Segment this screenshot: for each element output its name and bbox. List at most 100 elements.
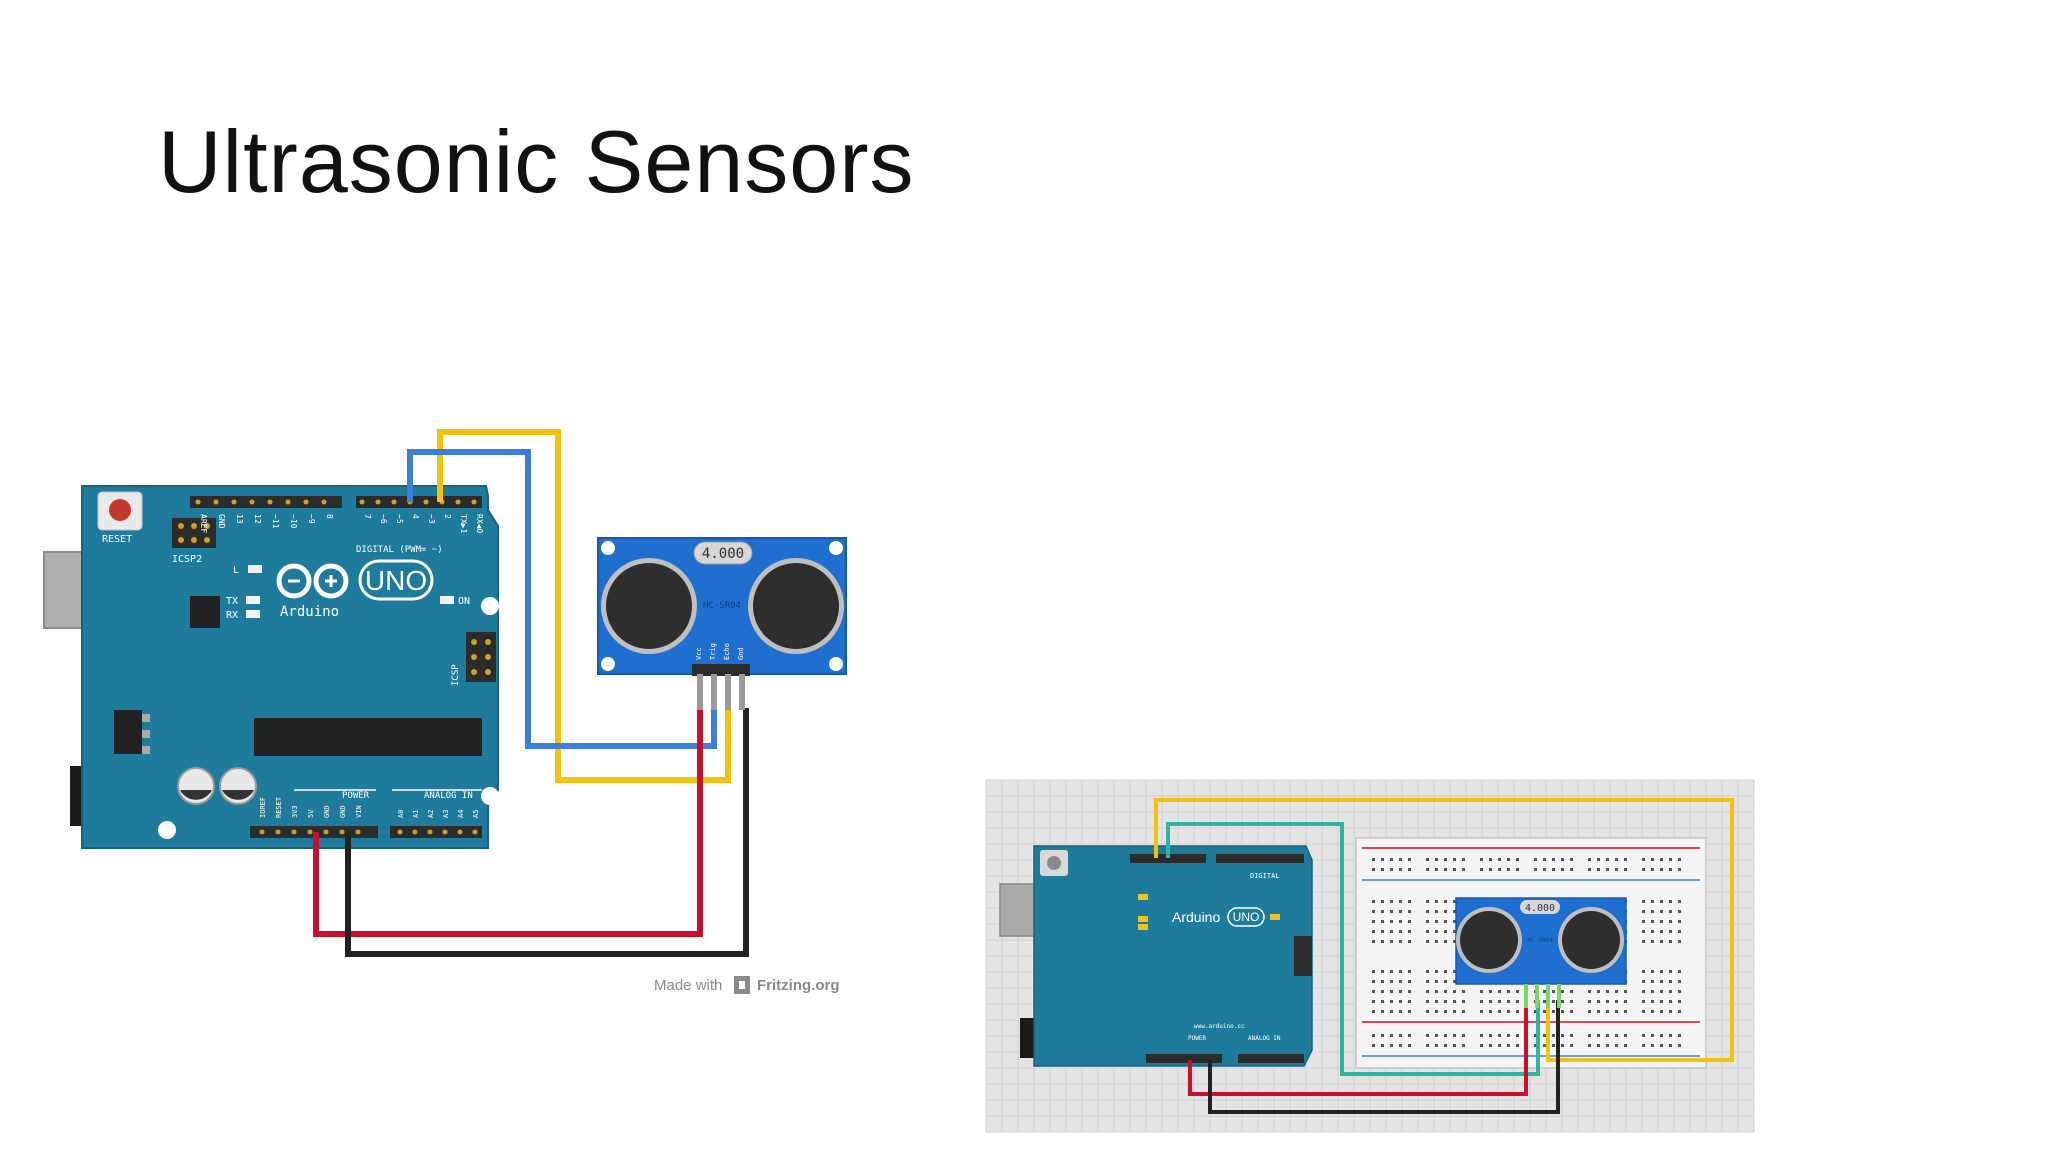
power-pin <box>275 829 281 835</box>
icsp2-header <box>172 518 216 548</box>
arduino-board <box>81 485 499 849</box>
slide-title: Ultrasonic Sensors <box>158 112 915 211</box>
power-pin-label: 5V <box>307 809 315 818</box>
analog-pin-label: A2 <box>427 810 435 818</box>
credit-brand: Fritzing.org <box>757 977 840 994</box>
bb-crystal-label: 4.000 <box>1525 903 1555 914</box>
sensor-pin-label: Echo <box>723 643 731 660</box>
digital-header-right <box>356 496 482 508</box>
digital-pin-label: 8 <box>325 514 334 519</box>
power-pin <box>259 829 265 835</box>
power-pin-label: GND <box>339 805 347 818</box>
digital-pin <box>231 499 237 505</box>
led-l-label: L <box>233 565 239 576</box>
usb-chip <box>190 596 220 628</box>
bb-wire-gnd <box>1208 1000 1560 1114</box>
analog-header <box>390 826 482 838</box>
led-rx <box>246 610 260 618</box>
sensor-pin-label: Trig <box>709 643 717 660</box>
sensor-model-label: HC-SR04 <box>703 601 741 611</box>
digital-pin <box>375 499 381 505</box>
bb-power-label: POWER <box>1188 1035 1206 1042</box>
digital-pin <box>423 499 429 505</box>
power-pin <box>339 829 345 835</box>
bb-wire-echo <box>1166 822 1540 1076</box>
digital-label: DIGITAL (PWM= ~) <box>356 545 443 555</box>
analog-pin <box>442 829 448 835</box>
power-label: POWER <box>342 791 370 801</box>
digital-pin <box>285 499 291 505</box>
sensor-pin-label: Gnd <box>737 647 745 660</box>
power-pin-label: RESET <box>275 796 283 818</box>
digital-pin-label: ~9 <box>307 514 316 524</box>
digital-pin <box>455 499 461 505</box>
led-on <box>440 596 454 604</box>
sensor-pin-label: Vcc <box>695 647 703 660</box>
power-pin <box>291 829 297 835</box>
arduino-logo-text: Arduino <box>280 604 339 620</box>
power-pin-label: GND <box>323 805 331 818</box>
power-pin <box>307 829 313 835</box>
on-label: ON <box>458 596 470 607</box>
analog-pin-label: A0 <box>397 810 405 818</box>
digital-pin-label: 7 <box>363 514 372 519</box>
digital-pin-label: ~10 <box>289 514 298 529</box>
digital-pin-label: 4 <box>411 514 420 519</box>
ultrasonic-sensor: 4.000 HC-SR04 Vcc Trig Echo Gnd <box>597 537 847 676</box>
reset-label: RESET <box>102 534 132 545</box>
digital-pin-label: ~11 <box>271 514 280 529</box>
analog-pin-label: A4 <box>457 810 465 818</box>
voltage-regulator <box>114 710 142 754</box>
digital-pin-label: ~5 <box>395 514 404 524</box>
uno-badge <box>358 559 434 601</box>
bb-uno-badge: UNO <box>1233 910 1260 924</box>
digital-pin <box>267 499 273 505</box>
crystal-label: 4.000 <box>702 546 744 562</box>
analog-pin <box>457 829 463 835</box>
digital-pin-label: TX▶1 <box>459 514 468 533</box>
analog-pin <box>472 829 478 835</box>
digital-pin-label: GND <box>217 514 226 529</box>
mount-hole <box>481 787 499 805</box>
bb-analog-label: ANALOG IN <box>1248 1035 1281 1042</box>
fritzing-logo-icon <box>734 976 750 994</box>
icsp-header <box>466 632 496 682</box>
led-rx-label: RX <box>226 610 238 621</box>
reset-button-cap <box>109 499 131 521</box>
digital-pin <box>471 499 477 505</box>
power-pin-label: IOREF <box>259 797 267 818</box>
wire-echo <box>407 449 717 749</box>
atmega-chip <box>254 718 482 756</box>
uno-badge-label: UNO <box>365 565 427 596</box>
analog-pin <box>397 829 403 835</box>
analog-pin <box>412 829 418 835</box>
digital-pin <box>303 499 309 505</box>
breadboard-diagram: DIGITAL Arduino UNO www.arduino.cc POWER… <box>985 779 1755 1133</box>
bb-arduino-text: Arduino <box>1172 909 1220 925</box>
digital-header-left <box>190 496 342 508</box>
digital-pin <box>321 499 327 505</box>
arduino-logo-icon <box>276 563 349 599</box>
mount-hole <box>158 821 176 839</box>
credit-prefix: Made with <box>654 977 722 994</box>
wire-trig <box>437 429 731 783</box>
digital-pin-label: ~6 <box>379 514 388 524</box>
analog-pin-label: A1 <box>412 810 420 818</box>
digital-pin <box>213 499 219 505</box>
led-tx-label: TX <box>226 596 238 607</box>
analog-pin-label: A3 <box>442 810 450 818</box>
power-pin <box>355 829 361 835</box>
icsp-label: ICSP <box>451 664 461 686</box>
arduino-board-small <box>1033 845 1313 1067</box>
mount-hole <box>481 597 499 615</box>
analog-pin-label: A5 <box>472 810 480 818</box>
digital-pin <box>249 499 255 505</box>
bb-wire-trig <box>1154 798 1734 1062</box>
power-pin-label: VIN <box>355 805 363 818</box>
wire-vcc <box>313 708 703 937</box>
analog-pin <box>427 829 433 835</box>
digital-pin-label: ~3 <box>427 514 436 524</box>
power-pin <box>323 829 329 835</box>
digital-pin-label: 13 <box>235 514 244 524</box>
